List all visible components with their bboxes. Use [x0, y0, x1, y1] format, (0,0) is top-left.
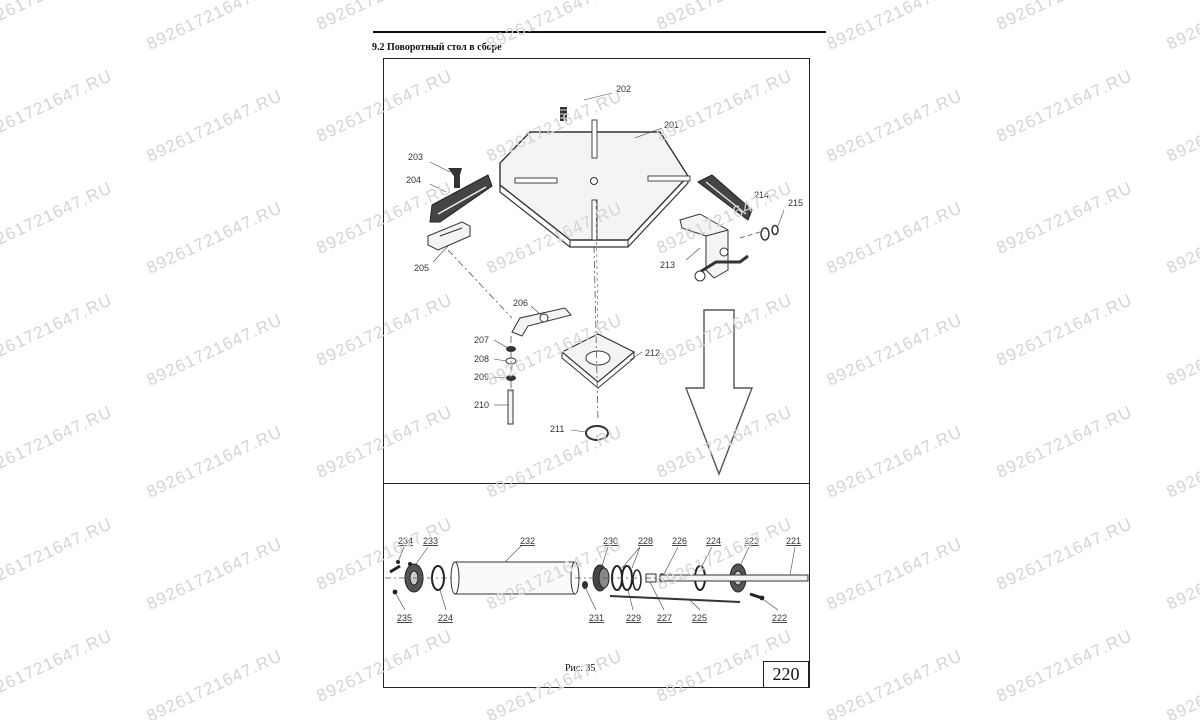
label-224-lower: 224 [438, 613, 453, 623]
label-213: 213 [660, 260, 675, 270]
label-231: 231 [589, 613, 604, 623]
label-201: 201 [664, 120, 679, 130]
label-212: 212 [645, 348, 660, 358]
label-226: 226 [672, 536, 687, 546]
upper-callouts [429, 92, 785, 433]
label-222: 222 [772, 613, 787, 623]
label-233: 233 [423, 536, 438, 546]
label-221: 221 [786, 536, 801, 546]
label-234: 234 [398, 536, 413, 546]
upper-labels: 202 201 203 204 214 215 205 213 206 207 … [406, 84, 803, 434]
label-227: 227 [657, 613, 672, 623]
label-208: 208 [474, 354, 489, 364]
label-229: 229 [626, 613, 641, 623]
label-215: 215 [788, 198, 803, 208]
label-228: 228 [638, 536, 653, 546]
bracket-213 [679, 213, 749, 282]
label-205: 205 [414, 263, 429, 273]
label-224-upper: 224 [706, 536, 721, 546]
nut-231 [582, 581, 588, 589]
figure-frame [383, 58, 810, 688]
figure-caption: Рис. 35 [565, 663, 596, 674]
lower-callouts [395, 544, 796, 611]
end-cap-233 [404, 562, 424, 593]
cylinder-tube-232 [450, 561, 580, 595]
screw-235 [392, 589, 398, 595]
header-rule [373, 31, 826, 33]
screw-202 [560, 107, 567, 121]
label-203: 203 [408, 152, 423, 162]
label-232: 232 [520, 536, 535, 546]
label-214: 214 [754, 190, 769, 200]
clamp-right [697, 174, 753, 221]
label-210: 210 [474, 400, 489, 410]
label-211: 211 [550, 424, 564, 434]
label-225: 225 [692, 613, 707, 623]
label-230: 230 [603, 536, 618, 546]
label-223: 223 [744, 536, 759, 546]
label-207: 207 [474, 335, 489, 345]
assembly-guide-lines [447, 199, 761, 421]
label-204: 204 [406, 175, 421, 185]
rod-225 [609, 595, 741, 603]
clamp-bracket-205 [427, 221, 471, 251]
figure-divider [383, 483, 810, 484]
screw-234 [389, 560, 401, 574]
label-235: 235 [397, 613, 412, 623]
label-206: 206 [513, 298, 528, 308]
base-plate-212 [560, 333, 636, 389]
piston-rod-221 [659, 574, 809, 582]
label-209: 209 [474, 372, 489, 382]
down-arrow-icon [684, 309, 754, 476]
lower-labels: 234 233 232 230 228 226 224 223 221 235 … [397, 536, 801, 623]
label-202: 202 [616, 84, 631, 94]
ring-211 [585, 425, 609, 441]
washers-214-215 [760, 224, 779, 241]
page-number: 220 [763, 661, 809, 688]
link-206 [511, 307, 572, 337]
table-plate-201 [499, 119, 691, 248]
section-title: 9.2 Поворотный стол в сборе [372, 42, 502, 53]
fitting-222 [749, 592, 765, 601]
clamp-left-204 [429, 168, 493, 223]
